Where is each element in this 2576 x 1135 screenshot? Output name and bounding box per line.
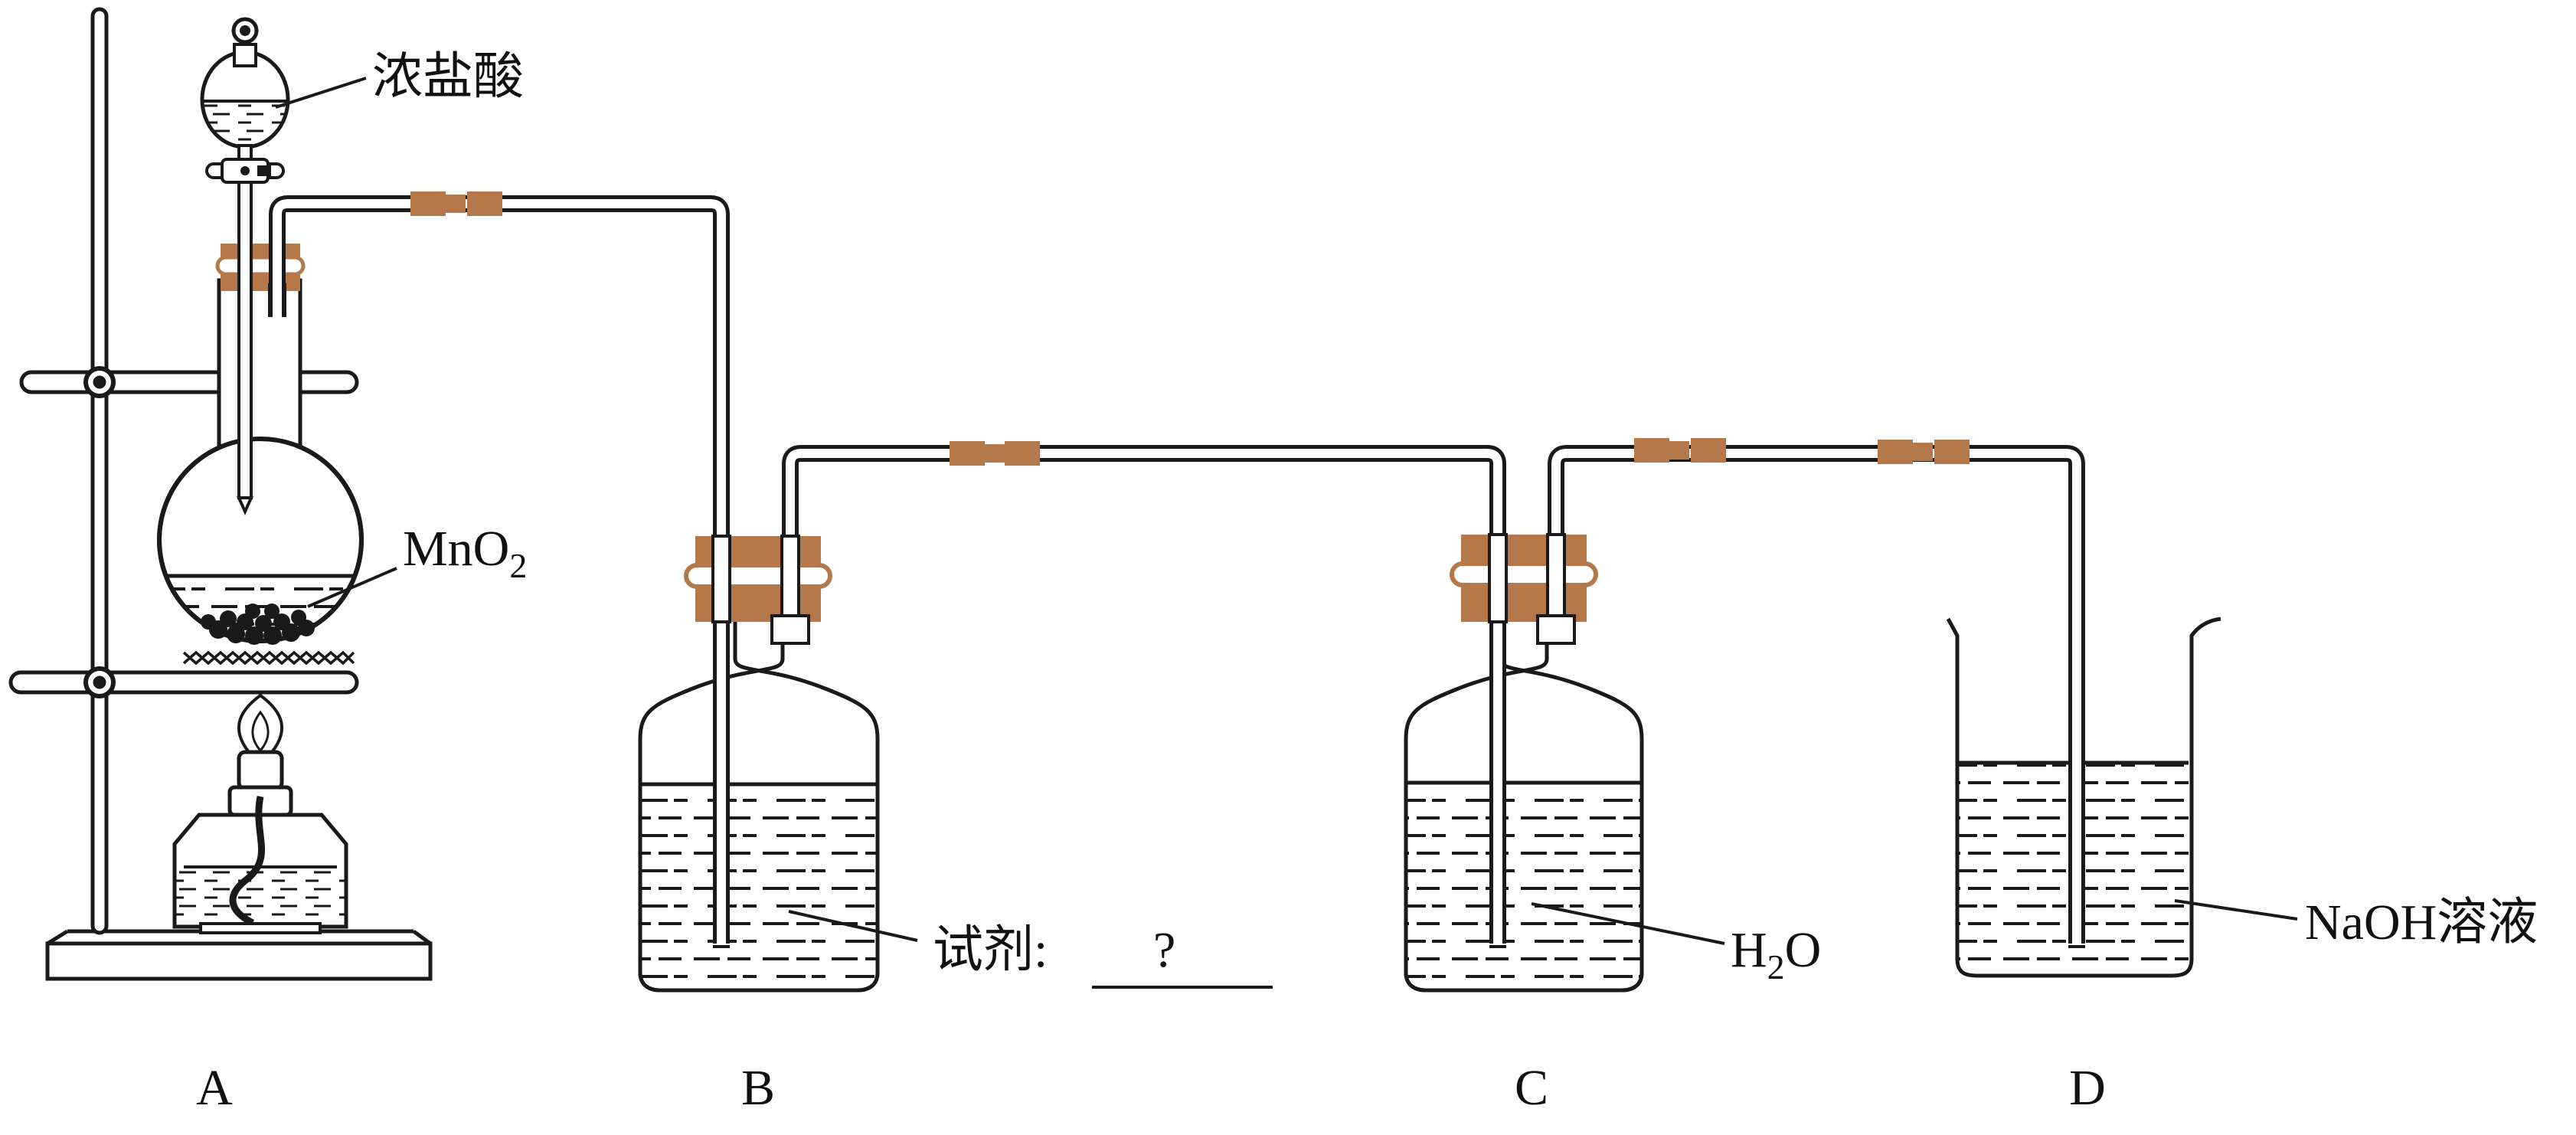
alcohol-lamp <box>172 693 348 934</box>
label-reagent-unknown: ? <box>1153 922 1175 978</box>
glass-tubing <box>269 195 2085 948</box>
apparatus-label-b: B <box>741 1060 775 1116</box>
label-reagent-prefix: 试剂: <box>933 922 1048 978</box>
label-water-h: H <box>1731 922 1767 978</box>
label-water: H2O <box>1731 922 1821 986</box>
gas-washing-bottle-b <box>638 620 880 993</box>
apparatus-label-d: D <box>2069 1060 2106 1116</box>
label-naoh-solution: NaOH溶液 <box>2305 895 2538 950</box>
mno2-solid <box>201 603 315 645</box>
rubber-connectors <box>410 191 1970 466</box>
labels: 浓盐酸 MnO2 试剂: ? H2O NaOH溶液 A B C D <box>196 49 2538 1116</box>
label-mno2-main: MnO <box>403 521 509 577</box>
label-water-sub: 2 <box>1767 947 1785 986</box>
apparatus-a <box>8 7 433 981</box>
stopper-c <box>1450 533 1598 645</box>
gas-washing-bottle-c <box>1404 620 1644 993</box>
wire-gauze <box>182 650 355 666</box>
label-mno2: MnO2 <box>403 521 527 585</box>
separatory-funnel <box>200 17 290 515</box>
stopper-b <box>684 535 832 645</box>
stopper-a <box>215 244 306 291</box>
label-water-o: O <box>1785 922 1822 978</box>
label-mno2-sub: 2 <box>509 546 527 585</box>
apparatus-label-c: C <box>1515 1060 1548 1116</box>
round-bottom-flask <box>157 278 364 645</box>
apparatus-label-a: A <box>196 1060 233 1116</box>
leader-lines <box>275 77 2298 989</box>
label-concentrated-hcl: 浓盐酸 <box>372 49 524 105</box>
